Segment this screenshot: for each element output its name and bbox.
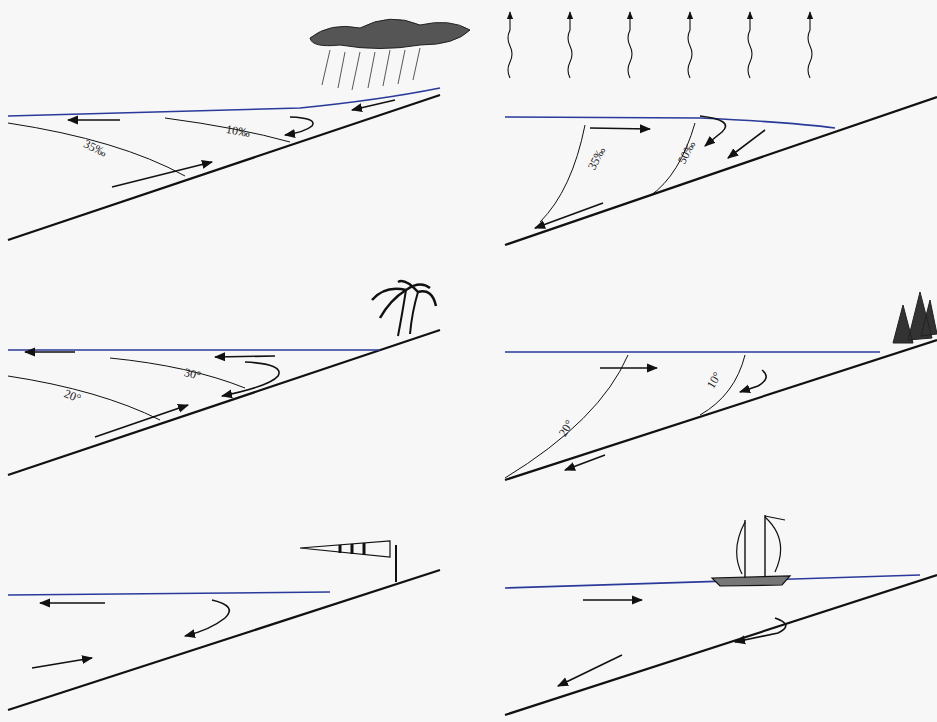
isoline-value: 35‰ (81, 136, 109, 160)
tide-panel (505, 515, 937, 715)
evaporation-panel (505, 12, 937, 245)
tropical-panel (8, 281, 440, 475)
isoline-value: 20° (555, 417, 577, 439)
isoline-value: 30° (182, 365, 202, 384)
isoline-value: 50‰ (675, 138, 700, 166)
isoline-value: 10‰ (225, 122, 251, 141)
isoline-value: 10° (703, 369, 724, 391)
isoline-value: 35‰ (585, 144, 610, 172)
rain-panel (8, 19, 470, 240)
wind-panel (8, 541, 440, 710)
cold-panel (505, 292, 937, 480)
isoline-value: 20° (61, 386, 82, 406)
